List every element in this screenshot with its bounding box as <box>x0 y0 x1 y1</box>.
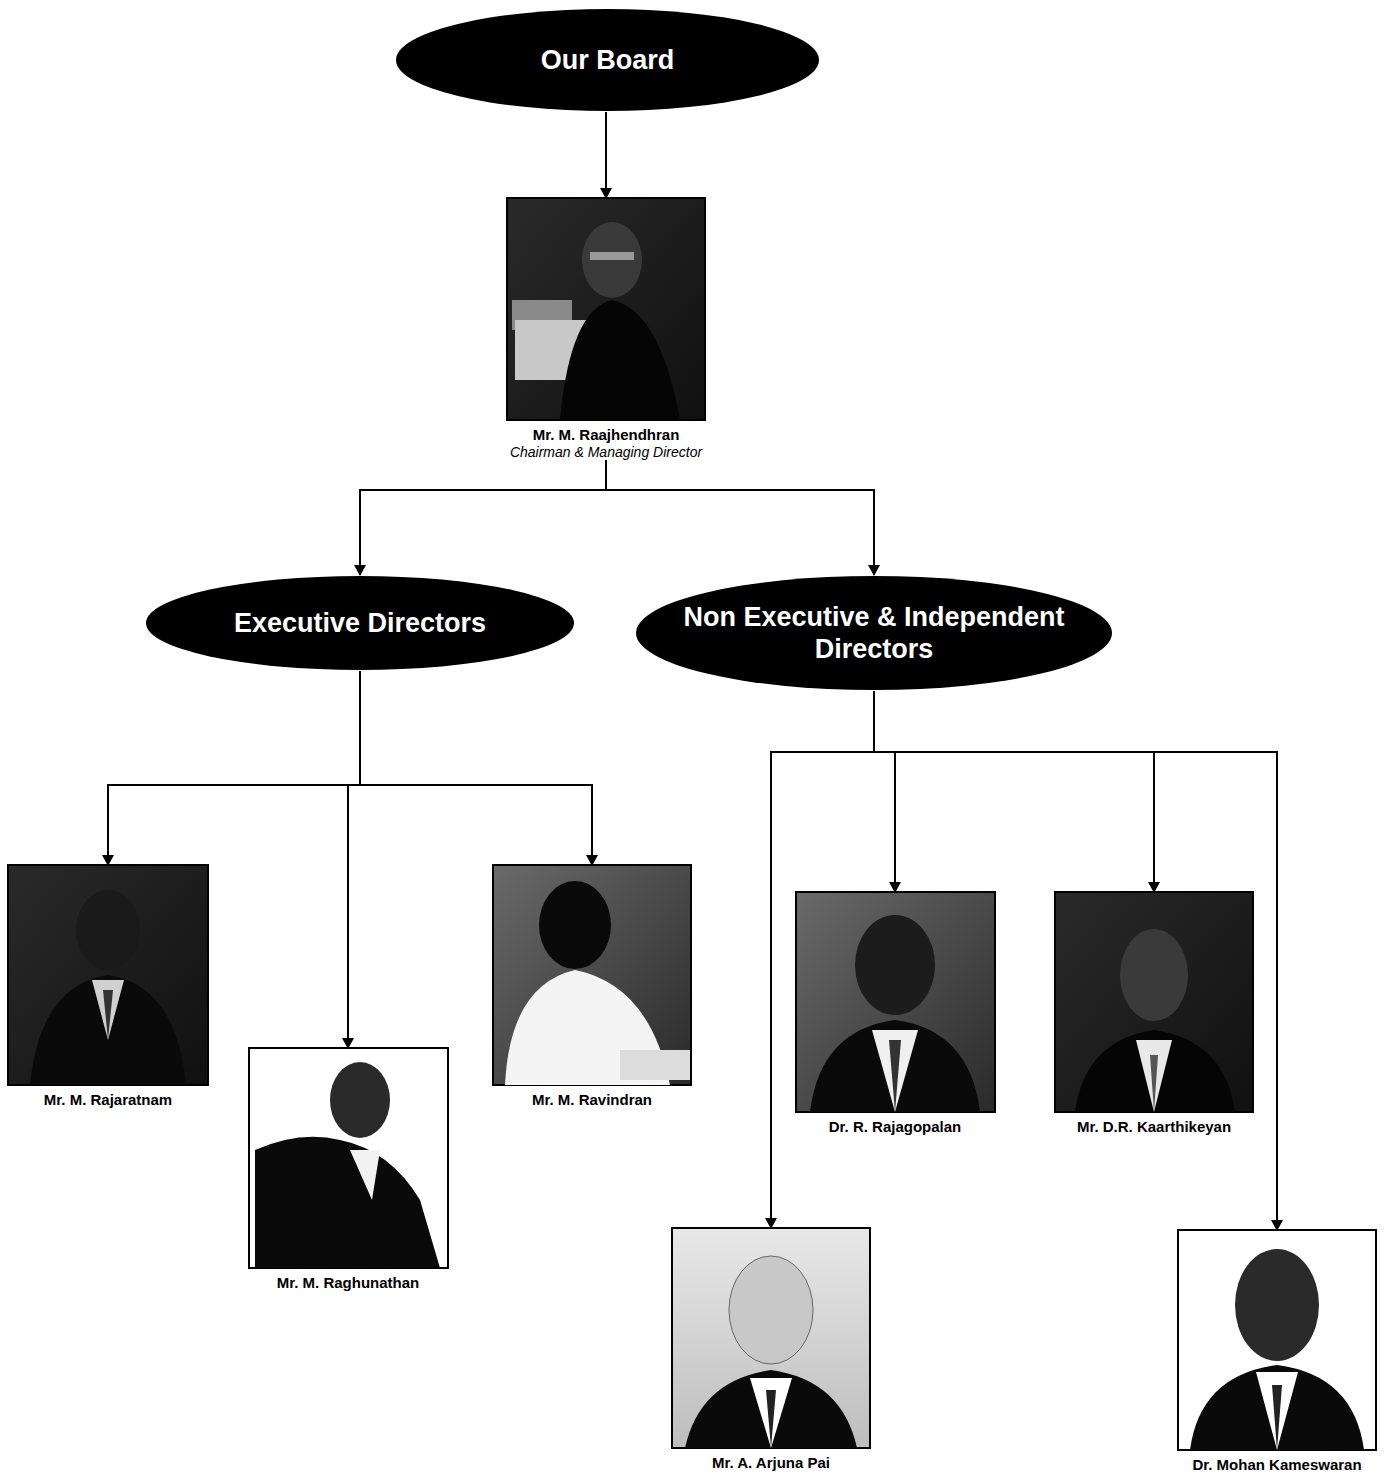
director-name: Mr. M. Raajhendhran <box>506 426 707 443</box>
group-heading: Non Executive & Independent Directors <box>635 601 1113 666</box>
photo-spacer <box>506 198 707 420</box>
director-portrait-card: Mr. M. RaajhendhranChairman & Managing D… <box>506 198 707 460</box>
hierarchy-connector <box>874 691 1154 892</box>
director-name: Mr. M. Rajaratnam <box>8 1091 208 1108</box>
photo-spacer <box>8 865 208 1085</box>
portrait <box>672 1228 870 1448</box>
hierarchy-connector <box>874 691 1277 1230</box>
director-name: Mr. M. Ravindran <box>493 1091 691 1108</box>
portrait <box>8 865 208 1085</box>
ellipse-fill <box>146 576 574 670</box>
hierarchy-connector <box>348 671 360 1048</box>
director-name: Mr. A. Arjuna Pai <box>672 1454 870 1471</box>
director-name: Mr. D.R. Kaarthikeyan <box>1055 1118 1253 1135</box>
hierarchy-connector <box>771 691 874 1228</box>
photo-spacer <box>1178 1230 1376 1450</box>
director-portrait-card: Mr. A. Arjuna Pai <box>672 1228 870 1471</box>
hierarchy-connector <box>606 460 874 575</box>
hierarchy-connector <box>360 460 606 575</box>
portrait <box>493 865 691 1085</box>
portrait <box>1178 1230 1376 1450</box>
director-portrait-card: Dr. Mohan Kameswaran <box>1178 1230 1376 1473</box>
ellipse-fill <box>636 576 1112 690</box>
hierarchy-connector <box>605 112 607 198</box>
ellipse-fill <box>396 9 819 111</box>
photo-spacer <box>249 1048 448 1268</box>
portrait <box>249 1048 448 1268</box>
portrait <box>507 198 705 420</box>
director-name: Dr. R. Rajagopalan <box>796 1118 995 1135</box>
director-name: Mr. M. Raghunathan <box>249 1274 448 1291</box>
hierarchy-connector <box>360 671 592 865</box>
board-group-ellipse: Our Board <box>395 8 820 112</box>
hierarchy-connector <box>874 691 895 892</box>
director-role: Chairman & Managing Director <box>506 444 707 460</box>
board-group-ellipse: Non Executive & Independent Directors <box>635 575 1113 691</box>
photo-spacer <box>1055 892 1253 1112</box>
photo-spacer <box>672 1228 870 1448</box>
group-heading: Executive Directors <box>204 607 516 639</box>
ellipse-shape <box>635 575 1113 691</box>
portrait <box>1055 892 1253 1112</box>
board-group-ellipse: Executive Directors <box>145 575 575 671</box>
director-portrait-card: Mr. M. Rajaratnam <box>8 865 208 1108</box>
director-portrait-card: Dr. R. Rajagopalan <box>796 892 995 1135</box>
director-portrait-card: Mr. M. Raghunathan <box>249 1048 448 1291</box>
director-name: Dr. Mohan Kameswaran <box>1178 1456 1376 1473</box>
director-portrait-card: Mr. D.R. Kaarthikeyan <box>1055 892 1253 1135</box>
hierarchy-connector <box>108 671 360 865</box>
director-portrait-card: Mr. M. Ravindran <box>493 865 691 1108</box>
group-heading: Our Board <box>511 44 705 76</box>
photo-spacer <box>493 865 691 1085</box>
photo-spacer <box>796 892 995 1112</box>
portrait <box>796 892 995 1112</box>
